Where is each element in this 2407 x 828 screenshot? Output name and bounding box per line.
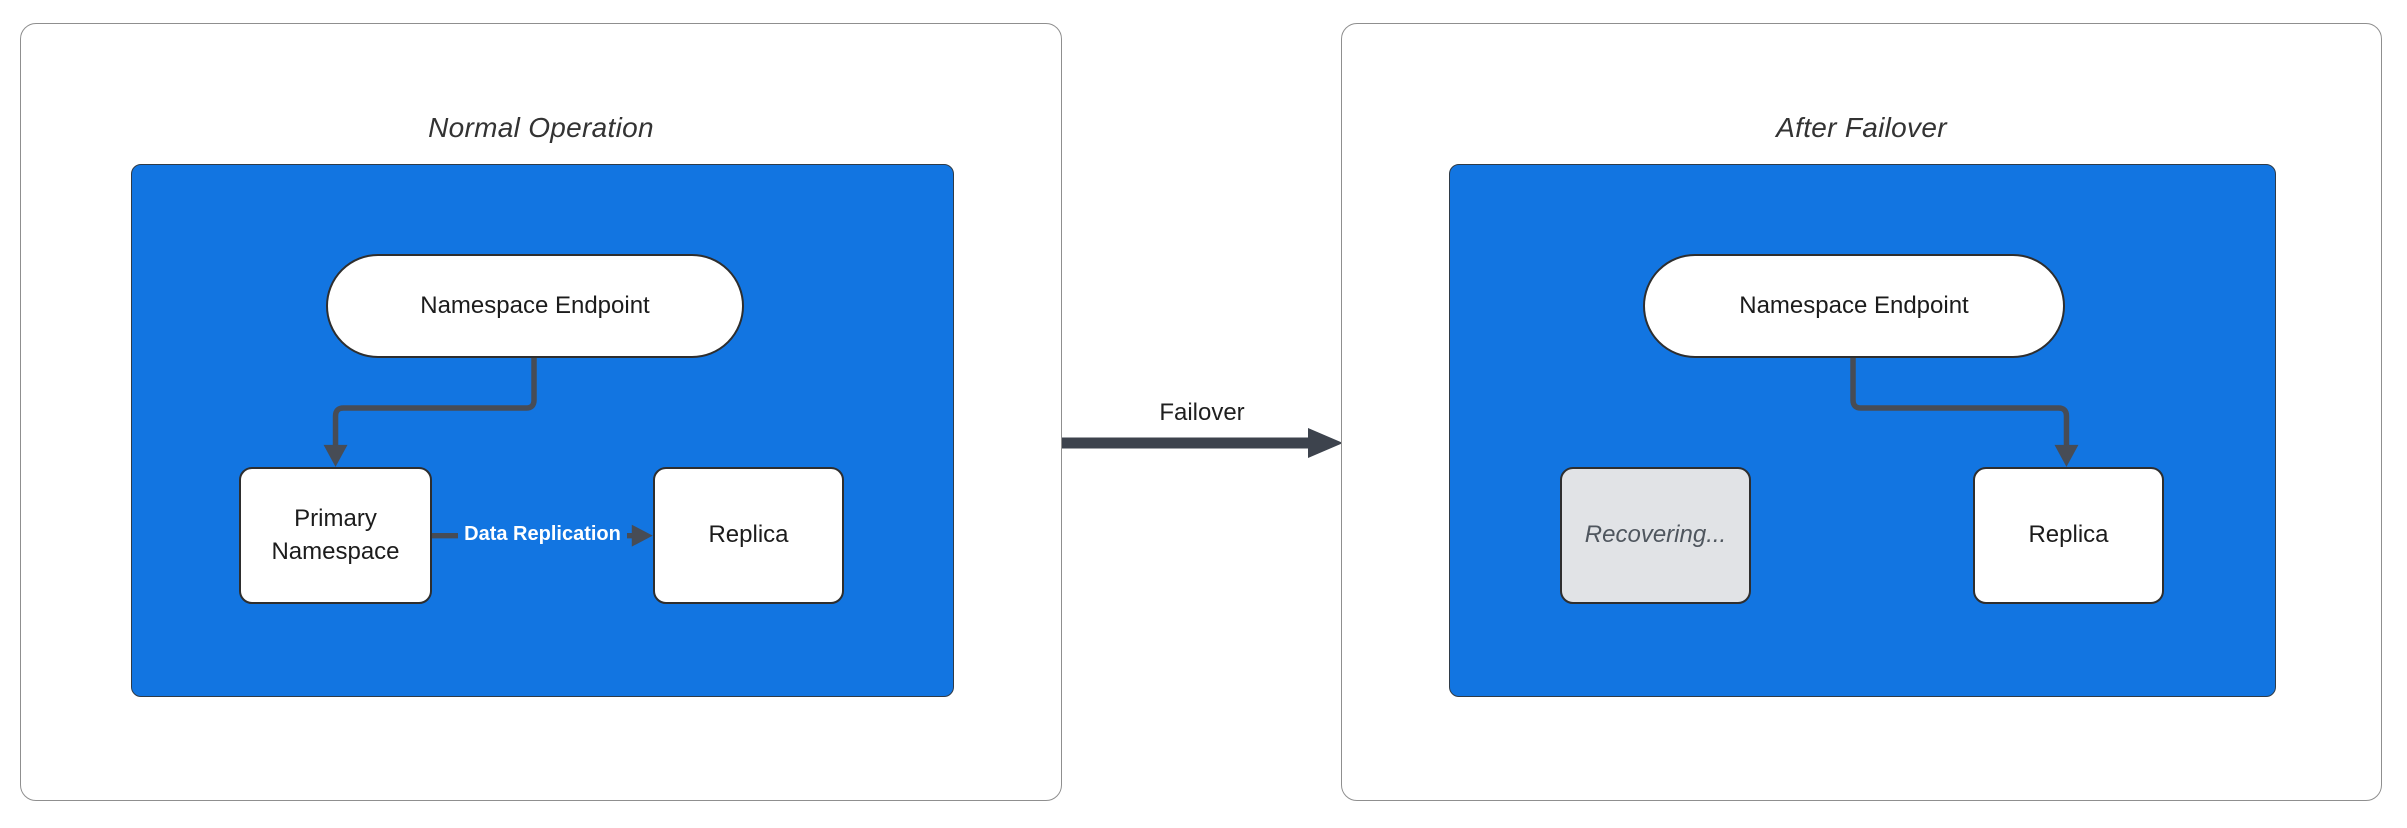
namespace-container-normal bbox=[131, 164, 954, 697]
node-label: Namespace Endpoint bbox=[1739, 291, 1969, 319]
node-label: Namespace Endpoint bbox=[420, 291, 650, 319]
node-replica: Replica bbox=[653, 467, 844, 604]
node-namespace-endpoint: Namespace Endpoint bbox=[326, 254, 744, 358]
node-replica: Replica bbox=[1973, 467, 2164, 604]
panel-title-after-failover: After Failover bbox=[1776, 112, 1947, 143]
panel-normal-operation: Normal Operation Namespace Endpoint Prim… bbox=[20, 23, 1062, 801]
edge-label-data-replication: Data Replication bbox=[432, 520, 653, 549]
node-label: Replica bbox=[2028, 521, 2109, 549]
failover-arrowhead-icon bbox=[1308, 428, 1343, 458]
namespace-container-failover bbox=[1449, 164, 2276, 697]
node-primary-namespace: Primary Namespace bbox=[239, 467, 432, 604]
node-namespace-endpoint: Namespace Endpoint bbox=[1643, 254, 2065, 358]
panel-after-failover: After Failover Namespace Endpoint Recove… bbox=[1341, 23, 2382, 801]
node-label: Primary Namespace bbox=[271, 505, 400, 565]
edge-label-text: Data Replication bbox=[458, 520, 627, 549]
node-label: Replica bbox=[708, 521, 789, 549]
failover-transition-label: Failover bbox=[1159, 399, 1245, 426]
failover-arrow bbox=[1062, 428, 1343, 458]
node-recovering: Recovering... bbox=[1560, 467, 1751, 604]
node-label: Recovering... bbox=[1584, 521, 1727, 549]
panel-title-normal-operation: Normal Operation bbox=[428, 112, 654, 143]
